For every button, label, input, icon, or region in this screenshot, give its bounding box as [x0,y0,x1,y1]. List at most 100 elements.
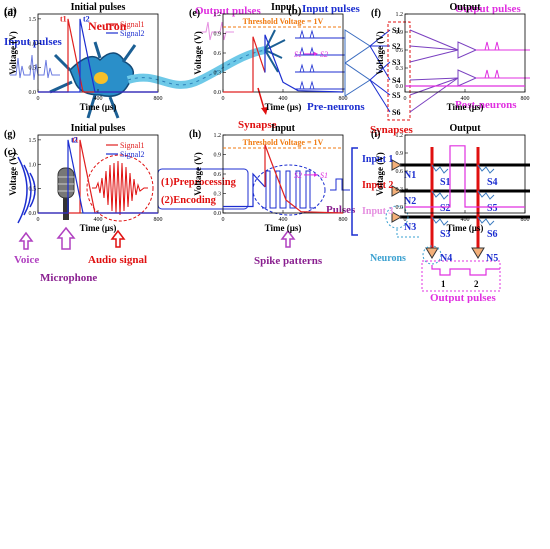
y-tick-label: 0.0 [396,84,404,90]
y-tick-label: 0.0 [29,211,37,217]
chart-title: Input [271,123,296,134]
annotation-from: S1 [294,50,302,59]
spike-pattern-bars [262,170,316,209]
x-tick-label: 400 [94,217,103,223]
synapse-s3: S3 [392,58,400,67]
peak-mark: t1 [72,135,79,144]
series-signal2 [38,18,158,93]
y-tick-label: 0.9 [214,153,222,159]
x-tick-label: 800 [521,96,530,102]
cross-s1: S1 [440,177,451,188]
legend-label: Signal2 [120,29,144,38]
input-2-label: Input 2 [362,180,393,191]
out-number-2: 2 [474,279,479,289]
y-axis-label: Voltage (V) [8,31,18,74]
chart-panel-label: (g) [4,129,16,140]
spike-patterns-label: Spike patterns [254,255,323,267]
x-tick-label: 0 [222,217,225,223]
x-tick-label: 400 [461,96,470,102]
synapse-s4: S4 [392,76,400,85]
y-axis-label: Voltage (V) [8,152,18,195]
y-tick-label: 0.3 [214,192,222,198]
y-tick-label: 0.3 [214,71,222,77]
x-tick-label: 800 [521,217,530,223]
y-tick-label: 0.0 [214,211,222,217]
x-axis-label: Time (μs) [447,223,484,233]
input-3-label: Input 3 [362,206,393,217]
neurons-label: Neurons [370,253,406,264]
microphone-icon [57,167,75,220]
preprocessing-label: (1)Preprocessing [161,177,237,188]
synapses-label: Synapses [370,124,414,136]
chart-title: Input [271,2,296,13]
input-spikes-b [299,29,315,90]
series-signal1 [264,144,344,214]
chart-panel-label: (i) [371,129,380,140]
y-axis-label: Voltage (V) [193,31,203,74]
peak-mark: t1 [60,14,67,23]
legend-label: Signal2 [120,150,144,159]
x-tick-label: 800 [154,96,163,102]
audio-signal-circle [86,154,154,222]
x-axis-label: Time (μs) [80,223,117,233]
input-pulses-label: Input pulses [4,36,63,48]
series-signal2 [38,139,158,214]
y-tick-label: 0.9 [396,30,404,36]
crossbar-array [385,147,530,292]
cross-s2: S2 [440,203,451,214]
y-tick-label: 0.0 [396,205,404,211]
voice-label: Voice [14,254,39,266]
neuron-n2-label: N2 [404,196,416,207]
y-tick-label: 0.3 [396,66,404,72]
x-tick-label: 0 [37,96,40,102]
y-tick-label: 1.0 [29,41,37,47]
y-tick-label: 1.5 [29,17,37,23]
x-tick-label: 0 [37,217,40,223]
x-tick-label: 800 [339,96,348,102]
y-tick-label: 1.2 [214,12,222,18]
y-axis-label: Voltage (V) [193,152,203,195]
neuron-n1-label: N1 [404,170,416,181]
y-axis-label: Voltage (V) [375,31,385,74]
y-tick-label: 1.2 [214,133,222,139]
peak-mark: t2 [71,135,78,144]
x-axis-label: Time (μs) [447,102,484,112]
out-number-1: 1 [441,279,446,289]
synapse-s6: S6 [392,108,400,117]
annotation-to: S1 [320,171,328,180]
threshold-label: Threshold Voltage = 1V [243,138,324,147]
x-axis-label: Time (μs) [265,102,302,112]
microphone-label: Microphone [40,272,97,284]
cross-s3: S3 [440,229,451,240]
chart-panel-label: (e) [189,8,200,19]
input-spike-train [10,54,60,81]
x-tick-label: 400 [461,217,470,223]
x-tick-label: 0 [404,217,407,223]
x-tick-label: 400 [279,96,288,102]
series-signal1 [223,36,266,93]
cross-s4: S4 [487,177,498,188]
neuron-label: Neuron [88,19,127,33]
neuron-illustration [49,29,286,119]
x-axis-label: Time (μs) [265,223,302,233]
up-arrows [18,226,296,250]
network-diagram-b [295,21,530,121]
chart-title: Initial pulses [71,123,126,134]
synapse-arrow-head [261,107,268,115]
chart-panel-label: (f) [371,8,381,19]
annotation-arrow-head [314,172,318,177]
panel-a-label: (a) [4,5,17,17]
chart-title: Output [449,2,481,13]
series-signal2 [264,34,344,93]
annotation-from: S2 [294,171,302,180]
y-tick-label: 0.5 [29,187,37,193]
chart-panel-label: (d) [4,8,16,19]
output-pulses-label-c: Output pulses [430,292,496,303]
y-tick-label: 0.0 [29,90,37,96]
y-tick-label: 1.5 [29,138,37,144]
y-tick-label: 0.3 [396,187,404,193]
legend-label: Signal1 [120,20,144,29]
neuron-n4-label: N4 [440,253,452,264]
